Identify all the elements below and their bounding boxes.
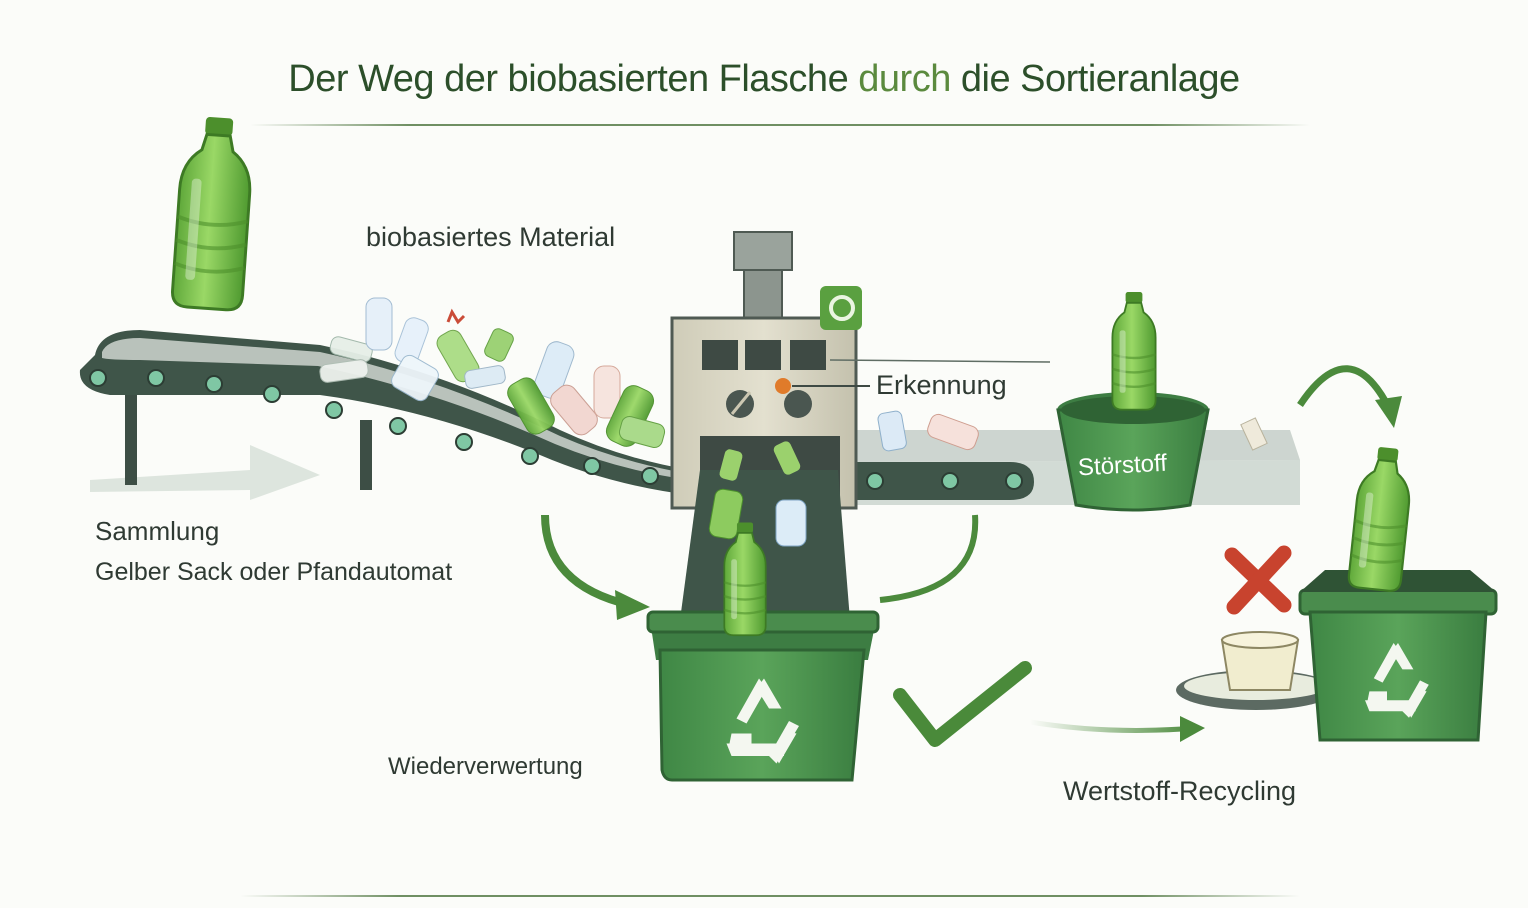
sensor-icon (820, 286, 862, 330)
bottle-pile (319, 297, 666, 448)
floor-arrow-shadow (90, 445, 320, 500)
title-part-3: die Sortieranlage (960, 58, 1240, 100)
arrow-icon (541, 514, 631, 609)
arrow-icon (1297, 365, 1394, 412)
label-material: biobasiertes Material (366, 222, 616, 252)
bottle-icon (1346, 443, 1416, 594)
bottle-icon (169, 113, 257, 313)
label-stoerstoff: Störstoff (1077, 449, 1168, 482)
label-wiederverwertung: Wiederverwertung (388, 753, 583, 780)
stoerstoff-bucket (1056, 392, 1210, 512)
label-wertstoff: Wertstoff-Recycling (1063, 776, 1297, 806)
page-title: Der Weg der biobasierten Flasche durch d… (0, 58, 1528, 101)
label-sammlung: Sammlung (95, 516, 220, 546)
conveyor-left (79, 330, 691, 495)
recycle-bin-center (646, 610, 880, 782)
label-sammlung-sub: Gelber Sack oder Pfandautomat (95, 558, 453, 586)
chute (680, 441, 850, 620)
title-part-1: Der Weg der biobasierten Flasche (288, 58, 849, 100)
title-part-2: durch (858, 58, 951, 100)
arrow-icon (1029, 719, 1196, 733)
cross-icon (1224, 545, 1292, 615)
cup (1176, 631, 1336, 710)
check-icon (893, 661, 1032, 747)
arrow-icon (879, 514, 979, 603)
recycle-bin-right (1298, 570, 1498, 742)
bottle-icon (1111, 290, 1157, 411)
bottom-divider (240, 895, 1300, 897)
title-divider (250, 124, 1310, 126)
label-erkennung: Erkennung (876, 370, 1007, 400)
